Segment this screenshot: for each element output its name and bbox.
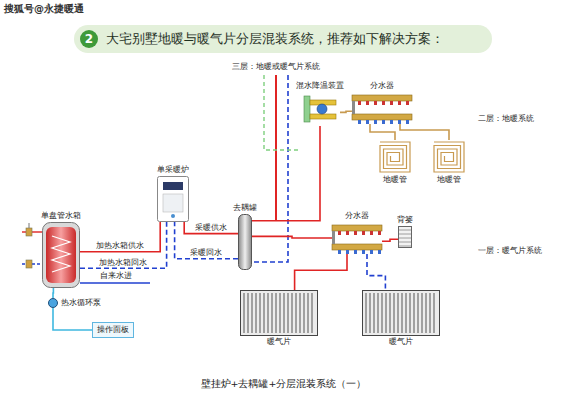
step-number: 2	[80, 30, 98, 48]
radiator-shape	[240, 290, 318, 336]
node-label: 暖气片	[389, 337, 413, 347]
radiator-symbol	[363, 291, 440, 336]
watermark: 搜狐号@永捷暖通	[4, 3, 84, 15]
manifold: 分水器	[352, 92, 412, 124]
pipe-connector	[295, 254, 347, 290]
manifold-shape	[352, 92, 412, 124]
pipe-connector	[367, 254, 385, 290]
node-label: 暖气片	[267, 337, 291, 347]
supply-riser	[275, 75, 277, 221]
pipe-connector	[80, 222, 160, 252]
node-label: 单盘管水箱	[41, 211, 81, 221]
floor-label: 二层：地暖系统	[478, 114, 534, 124]
node-label: 分水器	[370, 81, 394, 91]
circulation-pump: 热水循环泵	[48, 298, 58, 308]
pump-symbol	[49, 299, 58, 308]
node-label: 去耦罐	[233, 203, 257, 213]
pipe-connector	[80, 222, 167, 268]
node-label: 混水降温装置	[296, 81, 344, 91]
mixing-unit: 混水降温装置	[300, 92, 340, 126]
pipe-connector	[382, 239, 398, 241]
tank-symbol	[43, 223, 80, 288]
pipe-connector	[53, 308, 92, 330]
pipe-connector	[252, 126, 320, 221]
manifold-shape	[332, 222, 382, 254]
radiator: 暖气片	[240, 290, 318, 336]
boiler-unit-shape	[157, 176, 189, 222]
pipe-connector	[340, 111, 352, 112]
floor-label: 一层：暖气片系统	[478, 246, 542, 256]
node-label: 地暖管	[383, 175, 407, 185]
valve-stem	[29, 223, 30, 228]
node-label: 操作面板	[97, 325, 129, 335]
valve-symbol	[26, 260, 32, 268]
circulation-pump-shape	[48, 298, 58, 308]
floor-heating-coil: 地暖管	[432, 140, 466, 174]
floor-heating-coil-shape	[378, 140, 412, 174]
decouple-symbol	[239, 215, 252, 270]
pipe-connector	[52, 288, 54, 298]
pipe-connector	[175, 222, 238, 259]
cold-water-pipe	[80, 282, 150, 283]
pipe-connector	[400, 124, 449, 140]
manifold-symbol	[352, 95, 412, 124]
node-label: 分水器	[345, 211, 369, 221]
boiler-unit: 单采暖炉	[157, 176, 189, 222]
decoupling-tank: 去耦罐	[238, 214, 252, 270]
mixing-symbol	[304, 96, 336, 122]
pipe-label: 采暖供水	[194, 223, 228, 232]
node-label: 单采暖炉	[157, 165, 189, 175]
pipe-connector	[252, 236, 332, 238]
radiator-shape	[362, 290, 440, 336]
valve-symbol	[26, 228, 32, 236]
manifold-symbol	[332, 225, 382, 254]
radiator-symbol	[241, 291, 318, 336]
floor-heating-coil-shape	[432, 140, 466, 174]
green-return-pipe	[264, 75, 300, 150]
return-riser	[252, 75, 288, 262]
title: 大宅别墅地暖与暖气片分层混装系统，推荐如下解决方案：	[106, 31, 444, 47]
caption: 壁挂炉+去耦罐+分层混装系统（一）	[0, 378, 567, 390]
manifold: 分水器	[332, 222, 382, 254]
boiler-symbol	[158, 177, 189, 222]
pipe-label: 加热水箱供水	[95, 241, 145, 250]
control-panel: 操作面板	[92, 322, 134, 338]
node-label: 背篓	[397, 215, 413, 225]
towel-symbol	[399, 227, 412, 248]
node-label: 地暖管	[437, 175, 461, 185]
title-banner	[74, 25, 492, 53]
coil-symbol	[434, 142, 464, 172]
water-tank: 单盘管水箱	[42, 222, 80, 288]
water-tank-shape	[42, 222, 80, 288]
radiator: 暖气片	[362, 290, 440, 336]
pipe-connector	[184, 222, 238, 234]
node-label: 热水循环泵	[61, 298, 101, 308]
towel-radiator: 背篓	[398, 226, 412, 248]
coil-symbol	[380, 142, 410, 172]
pipe-label: 加热水箱回水	[98, 258, 148, 267]
towel-radiator-shape	[398, 226, 412, 248]
decoupling-tank-shape	[238, 214, 252, 270]
floor-label: 三层：地暖或暖气片系统	[232, 62, 320, 72]
floor-heating-coil: 地暖管	[378, 140, 412, 174]
pipe-label: 采暖回水	[189, 248, 223, 257]
pipe-label: 自来水进	[100, 271, 132, 281]
mixing-unit-shape	[300, 92, 340, 126]
pipe-connector	[370, 124, 395, 140]
